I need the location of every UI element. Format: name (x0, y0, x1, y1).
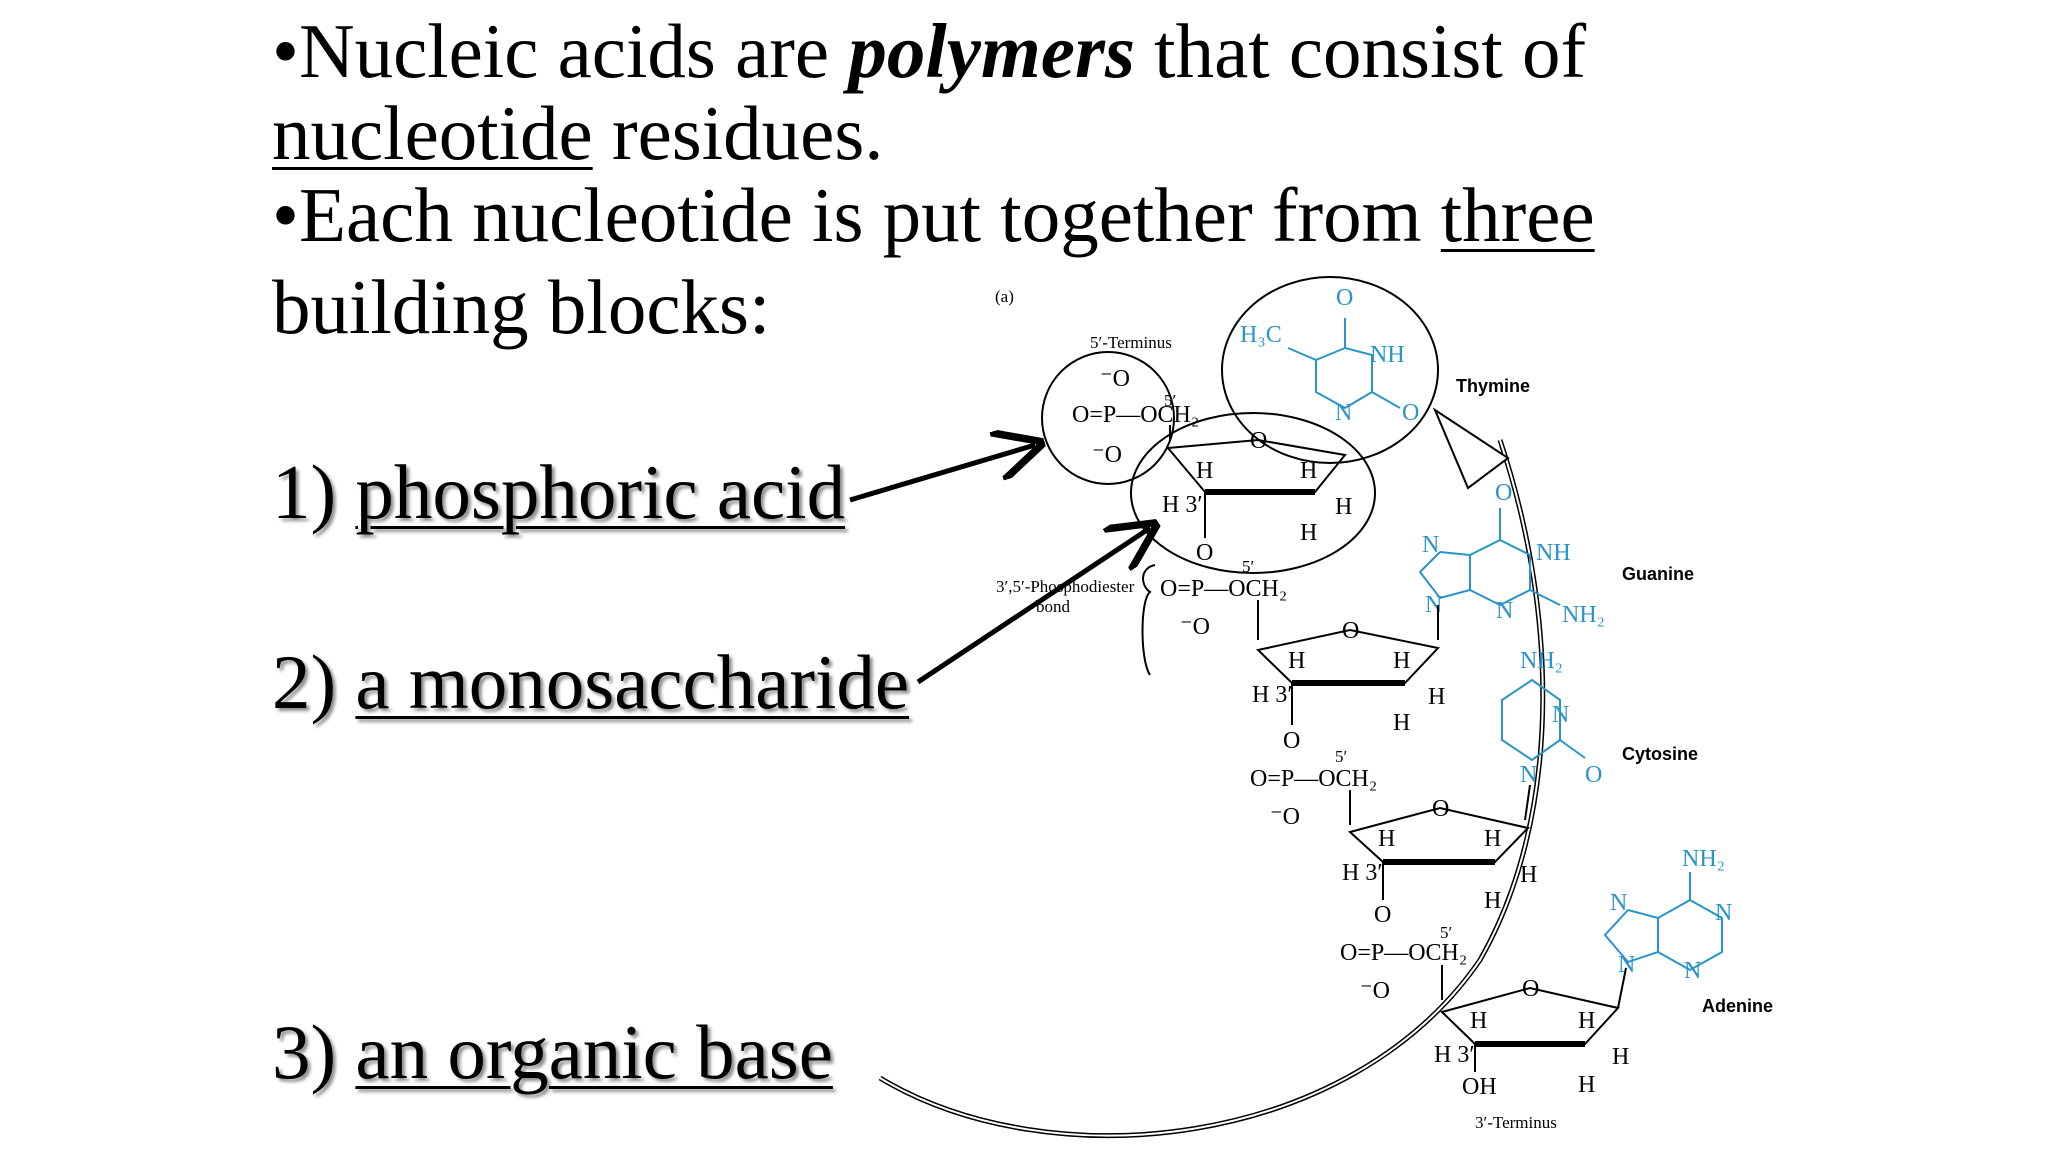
svg-text:H: H (1288, 648, 1305, 674)
svg-text:H: H (1335, 494, 1352, 520)
svg-text:H: H (1393, 648, 1410, 674)
svg-text:NH₂: NH₂ (1520, 648, 1563, 674)
svg-text:5′: 5′ (1242, 557, 1254, 576)
svg-text:H 3′: H 3′ (1434, 1042, 1475, 1068)
svg-text:N: N (1425, 592, 1442, 618)
intro-line-1: •Nucleic acids are polymers that consist… (272, 8, 1587, 94)
curved-arrow-to-base-inner (879, 439, 1544, 1137)
svg-text:3′,5′-Phosphodiester: 3′,5′-Phosphodiester (996, 577, 1135, 596)
svg-text:O: O (1196, 540, 1213, 566)
svg-text:O: O (1522, 976, 1539, 1002)
svg-text:NH: NH (1370, 342, 1405, 368)
thymine-label: Thymine (1456, 376, 1530, 396)
svg-text:O: O (1250, 428, 1267, 454)
three-terminus-label: 3′-Terminus (1475, 1113, 1557, 1132)
intro-line-2: nucleotide residues. (272, 90, 884, 176)
phosphate-group-3: 5′ O=P—OCH₂ ⁻O (1250, 747, 1377, 830)
adenine-base: NH₂ N N N N Adenine (1603, 846, 1773, 1016)
intro-line-4: building blocks: (272, 264, 771, 350)
svg-text:H₃C: H₃C (1240, 322, 1282, 348)
base-circle (1221, 276, 1439, 464)
svg-text:O: O (1374, 902, 1391, 928)
underlined-nucleotide: nucleotide (272, 90, 593, 176)
svg-text:O: O (1585, 762, 1602, 788)
svg-text:5′: 5′ (1164, 391, 1176, 410)
svg-text:⁻O: ⁻O (1360, 978, 1390, 1004)
svg-text:O: O (1495, 480, 1512, 506)
svg-text:N: N (1618, 952, 1635, 978)
sugar-ring-2: O H H H 3′ H H O (1252, 600, 1445, 754)
item-organic-base: 3) an organic base (272, 1009, 833, 1095)
guanine-label: Guanine (1622, 564, 1694, 584)
svg-text:bond: bond (1036, 597, 1071, 616)
phosphodiester-bond: 3′,5′-Phosphodiester bond (996, 564, 1156, 676)
item-phosphoric-acid: 1) phosphoric acid (272, 449, 846, 535)
svg-text:H: H (1484, 888, 1501, 914)
phosphate-group-2: 5′ O=P—OCH₂ ⁻O (1160, 557, 1287, 640)
svg-text:N: N (1610, 890, 1627, 916)
svg-text:5′: 5′ (1335, 747, 1347, 766)
svg-text:O=P—OCH₂: O=P—OCH₂ (1250, 766, 1377, 792)
curved-arrow-head (1432, 407, 1510, 490)
cytosine-label: Cytosine (1622, 744, 1698, 764)
five-terminus-label: 5′-Terminus (1090, 333, 1172, 352)
svg-text:H: H (1300, 520, 1317, 546)
svg-text:H: H (1470, 1008, 1487, 1034)
sugar-circle (1130, 412, 1376, 574)
phosphate-group-1: ⁻O O=P—OCH₂ ⁻O 5′ (1072, 366, 1199, 468)
svg-text:O: O (1336, 285, 1353, 311)
guanine-base: N N N NH NH₂ O Guanine (1418, 480, 1694, 640)
underlined-three: three (1440, 172, 1595, 258)
svg-text:N: N (1715, 900, 1732, 926)
svg-text:O=P—OCH₂: O=P—OCH₂ (1340, 940, 1467, 966)
arrow-phosphoric-acid (849, 445, 1035, 503)
arrow-monosaccharide (916, 528, 1150, 685)
svg-text:H 3′: H 3′ (1162, 492, 1203, 518)
svg-text:H: H (1520, 862, 1537, 888)
svg-text:⁻O: ⁻O (1270, 804, 1300, 830)
item-monosaccharide: 2) a monosaccharide (272, 639, 910, 725)
svg-text:NH₂: NH₂ (1682, 846, 1725, 872)
svg-text:H: H (1378, 826, 1395, 852)
svg-text:H: H (1428, 684, 1445, 710)
phosphate-group-4: 5′ O=P—OCH₂ ⁻O (1340, 923, 1467, 1004)
svg-text:H: H (1578, 1008, 1595, 1034)
svg-text:NH₂: NH₂ (1562, 602, 1605, 628)
svg-text:O: O (1342, 618, 1359, 644)
svg-text:H: H (1578, 1072, 1595, 1098)
panel-label: (a) (995, 287, 1014, 306)
svg-text:O: O (1402, 400, 1419, 426)
svg-text:H: H (1300, 458, 1317, 484)
sugar-ring-1: O H H H 3′ H H O (1162, 425, 1352, 566)
svg-text:H 3′: H 3′ (1252, 682, 1293, 708)
svg-text:5′: 5′ (1440, 923, 1452, 942)
cytosine-base: NH₂ N N O Cytosine (1501, 648, 1698, 821)
svg-text:⁻O: ⁻O (1180, 614, 1210, 640)
svg-text:O: O (1283, 728, 1300, 754)
intro-text: •Nucleic acids are polymers that consist… (272, 10, 1595, 348)
sugar-ring-3: O H H H 3′ H H O (1342, 790, 1537, 928)
svg-text:O=P—OCH₂: O=P—OCH₂ (1072, 402, 1199, 428)
svg-text:N: N (1684, 958, 1701, 984)
svg-text:OH: OH (1462, 1074, 1497, 1100)
phosphate-circle (1041, 351, 1175, 485)
svg-text:H: H (1196, 458, 1213, 484)
svg-text:H: H (1612, 1044, 1629, 1070)
svg-text:⁻O: ⁻O (1100, 366, 1130, 392)
svg-text:O: O (1432, 796, 1449, 822)
svg-text:H 3′: H 3′ (1342, 860, 1383, 886)
intro-line-3: •Each nucleotide is put together from th… (272, 172, 1595, 258)
svg-text:⁻O: ⁻O (1092, 442, 1122, 468)
svg-text:N: N (1422, 532, 1439, 558)
svg-text:N: N (1520, 762, 1537, 788)
thymine-base: H₃C O NH N O Thymine (1240, 285, 1530, 426)
adenine-label: Adenine (1702, 996, 1773, 1016)
sugar-ring-4: O H H H 3′ H H OH (1434, 965, 1629, 1100)
svg-text:H: H (1393, 710, 1410, 736)
svg-text:O=P—OCH₂: O=P—OCH₂ (1160, 576, 1287, 602)
svg-text:H: H (1484, 826, 1501, 852)
emphasis-polymers: polymers (848, 8, 1135, 94)
svg-text:NH: NH (1536, 540, 1571, 566)
